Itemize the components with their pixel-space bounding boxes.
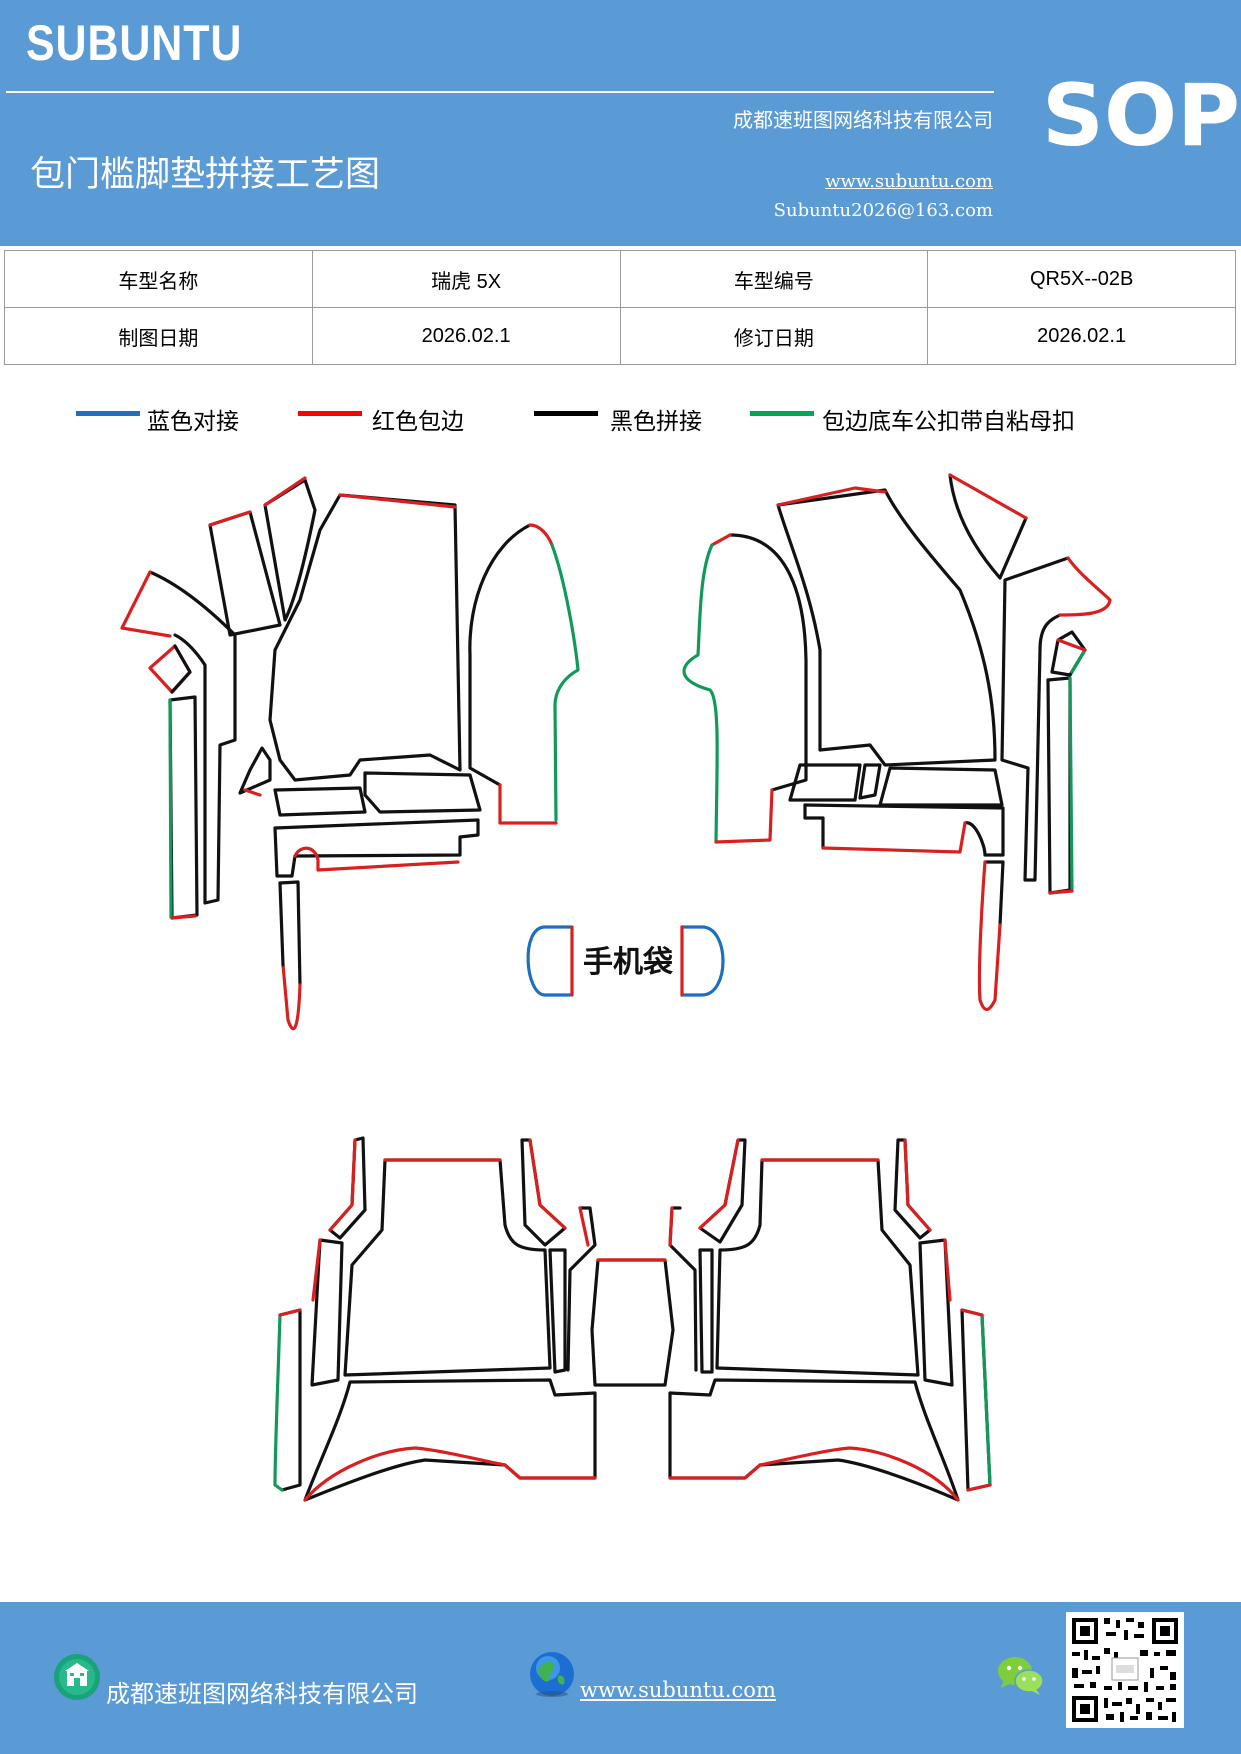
left-lower-bar (273, 786, 367, 817)
page-footer: 成都速班图网络科技有限公司 www.subuntu.com (0, 1602, 1241, 1754)
right-outer-frame (1000, 556, 1070, 882)
left-small-notch (238, 746, 272, 795)
left-sill-green-edge (168, 698, 173, 919)
left-heel-pad (363, 771, 482, 814)
left-main-floor (268, 493, 462, 782)
right-stalk (983, 860, 1005, 927)
header-website-link[interactable]: www.subuntu.com (825, 171, 993, 192)
footer-company: 成都速班图网络科技有限公司 (106, 1680, 418, 1708)
wechat-icon[interactable] (996, 1654, 1044, 1696)
left-sill-red-top (148, 644, 192, 694)
rear-right-inner-strip (918, 1238, 954, 1387)
table-cell-value: 2026.02.1 (311, 307, 621, 365)
phone-pocket-label: 手机袋 (583, 945, 673, 980)
right-pedal-piece-2 (858, 763, 882, 800)
color-legend: 蓝色对接 红色包边 黑色拼接 包边底车公扣带自粘母扣 (0, 400, 1241, 440)
left-bottom-strip (273, 818, 480, 878)
page-header: SUBUNTU 成都速班图网络科技有限公司 包门槛脚垫拼接工艺图 www.sub… (0, 0, 1241, 246)
left-front-mat (120, 476, 580, 1031)
left-outer-frame (148, 570, 237, 905)
table-row: 制图日期 2026.02.1 修订日期 2026.02.1 (4, 307, 1236, 365)
rear-right-main-floor (715, 1158, 920, 1377)
legend-swatch-blue (76, 411, 140, 416)
legend-swatch-red (298, 411, 362, 416)
right-front-mat (682, 473, 1112, 1011)
legend-label-blue: 蓝色对接 (147, 409, 239, 435)
header-email: Subuntu2026@163.com (773, 200, 993, 221)
table-cell-label: 修订日期 (619, 307, 929, 365)
rear-left-outer-strip (278, 1308, 302, 1492)
qr-code (1066, 1612, 1184, 1728)
legend-swatch-green (750, 411, 814, 416)
building-icon (54, 1654, 100, 1700)
rear-left-tunnel-strip (548, 1248, 567, 1374)
rear-left-inner-strip (310, 1238, 344, 1387)
brand-logo: SUBUNTU (26, 15, 243, 71)
legend-label-black: 黑色拼接 (610, 409, 702, 435)
rear-left-main-floor (343, 1158, 552, 1377)
left-kick-panel (468, 523, 532, 787)
right-pedal-piece-3 (878, 766, 1004, 807)
table-row: 车型名称 瑞虎 5X 车型编号 QR5X--02B (4, 250, 1236, 308)
footer-website-link[interactable]: www.subuntu.com (580, 1678, 776, 1702)
right-main-floor (776, 488, 997, 767)
phone-pocket-left-cap (526, 925, 572, 997)
table-cell-value: QR5X--02B (927, 250, 1236, 308)
rear-left-tunnel-side (566, 1206, 597, 1372)
right-triangle-wedge (948, 473, 1028, 580)
table-cell-value: 瑞虎 5X (311, 250, 621, 308)
right-pedal-piece-1 (788, 763, 862, 802)
legend-swatch-black (534, 411, 598, 416)
phone-pocket-right-cap (680, 925, 725, 997)
left-stalk (278, 880, 302, 987)
globe-icon (530, 1652, 574, 1697)
right-kick-panel (728, 533, 808, 792)
vehicle-info-table: 车型名称 瑞虎 5X 车型编号 QR5X--02B 制图日期 2026.02.1… (4, 250, 1236, 365)
header-company: 成都速班图网络科技有限公司 (733, 108, 993, 132)
left-sill-red-bottom (170, 914, 197, 920)
left-wedge-2 (263, 478, 317, 622)
rear-left-inner-post (520, 1138, 567, 1247)
table-cell-label: 车型名称 (4, 250, 313, 308)
header-divider (6, 91, 994, 93)
page-title: 包门槛脚垫拼接工艺图 (30, 155, 381, 195)
rear-mat (273, 1136, 992, 1502)
rear-right-tunnel-strip (698, 1248, 714, 1374)
rear-left-bottom (303, 1378, 597, 1502)
legend-label-green: 包边底车公扣带自粘母扣 (822, 409, 1075, 435)
table-cell-value: 2026.02.1 (927, 307, 1236, 365)
right-lower-strip (803, 803, 1005, 857)
phone-pocket: 手机袋 (526, 925, 725, 997)
rear-right-tunnel-side (668, 1206, 698, 1372)
right-sill-strip (1046, 676, 1072, 895)
table-cell-label: 制图日期 (4, 307, 313, 365)
rear-right-inner-post (698, 1138, 747, 1244)
table-cell-label: 车型编号 (619, 250, 929, 308)
rear-right-bottom (668, 1378, 960, 1502)
left-sill-strip (168, 695, 199, 920)
legend-label-red: 红色包边 (372, 409, 464, 435)
sop-badge: SOP (1042, 66, 1241, 166)
rear-center-tunnel (590, 1258, 675, 1387)
